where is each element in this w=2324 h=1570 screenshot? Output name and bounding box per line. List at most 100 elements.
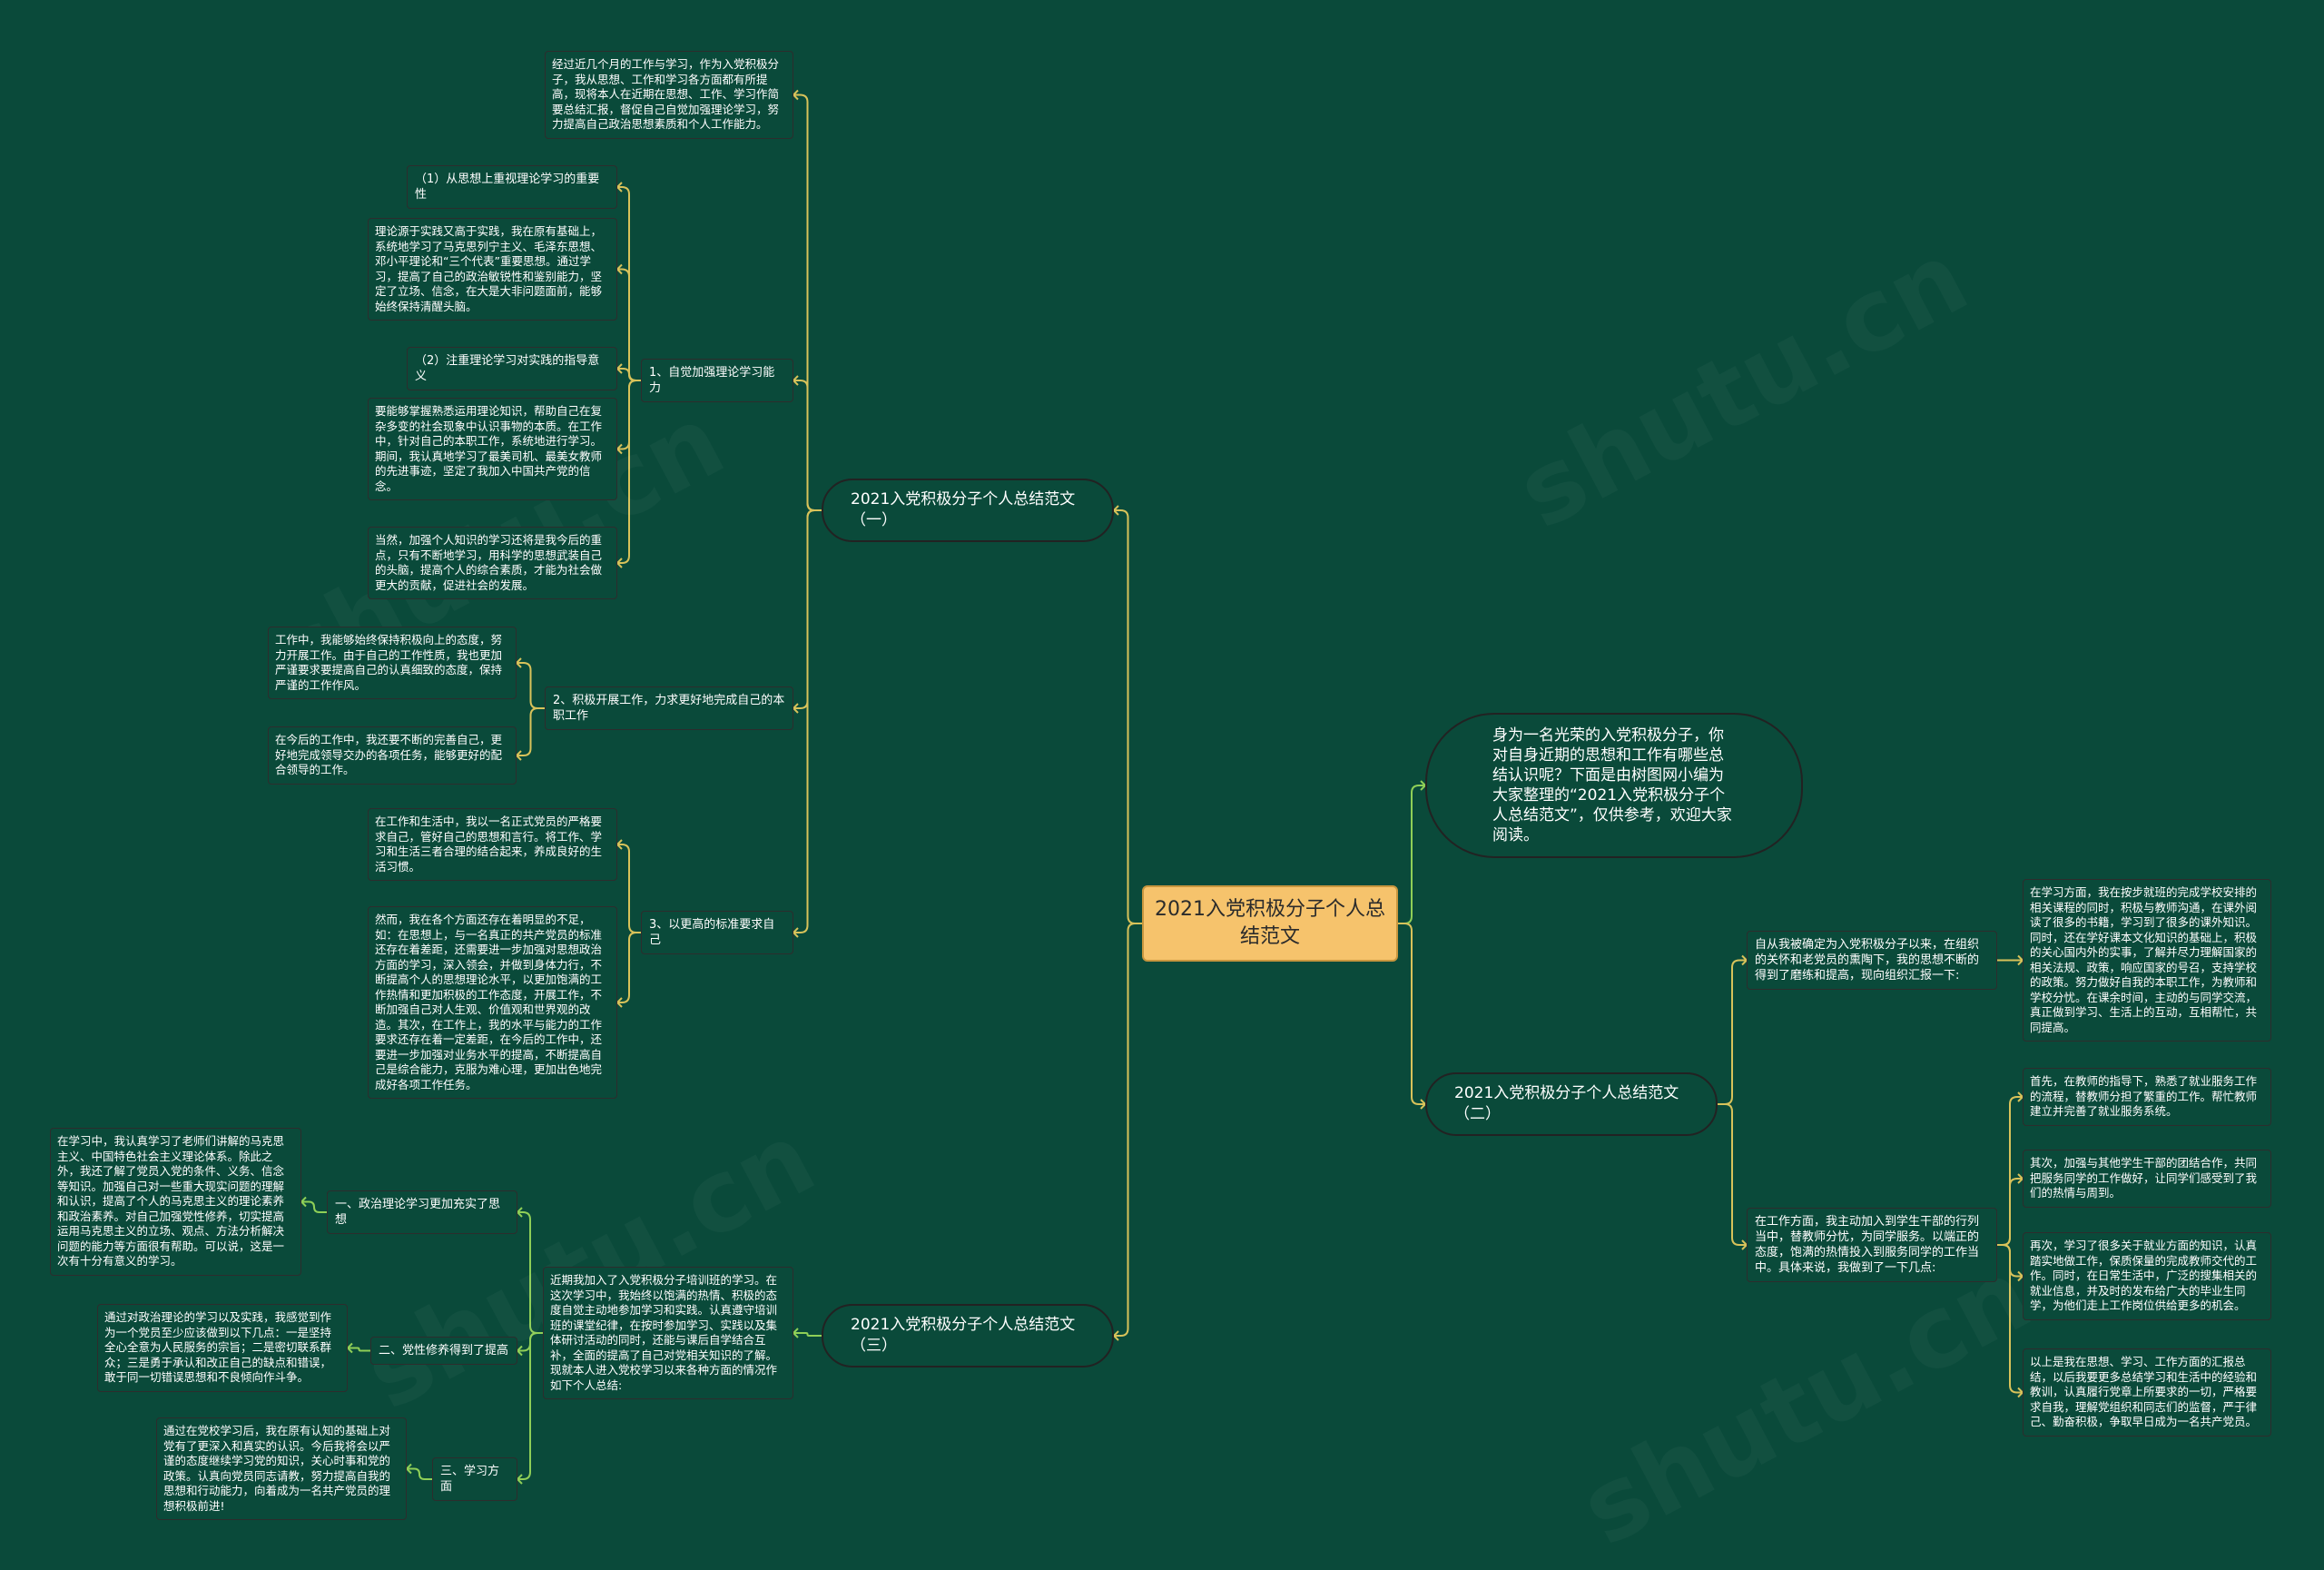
edge-arrow-b1-s3 <box>792 927 799 938</box>
edge-b1-s3 <box>793 509 822 933</box>
b1-s2-p1-node[interactable]: 工作中，我能够始终保持积极向上的态度，努力开展工作。由于自己的工作性质，我也更加… <box>268 627 517 699</box>
b3-s1-label: 一、政治理论学习更加充实了思想 <box>335 1198 501 1227</box>
branch-2-node[interactable]: 2021入党积极分子个人总结范文（二） <box>1425 1072 1718 1136</box>
b2-b-p4-node[interactable]: 以上是我在思想、学习、工作方面的汇报总结，以后我要更多总结学习和生活中的经验和教… <box>2023 1348 2271 1437</box>
b1-s2-p2-node[interactable]: 在今后的工作中，我还要不断的完善自己，更好地完成领导交办的各项任务，能够更好的配… <box>268 726 517 785</box>
b2-b-node[interactable]: 在工作方面，我主动加入到学生干部的行列当中，替教师分忧，为同学服务。以端正的态度… <box>1747 1208 1997 1282</box>
b3-center-node[interactable]: 近期我加入了入党积极分子培训班的学习。在这次学习中，我始终以饱满的热情、积极的态… <box>543 1267 793 1399</box>
edge-b2-b-p4 <box>1997 1244 2023 1394</box>
b1-s3-p1-text: 在工作和生活中，我以一名正式党员的严格要求自己，管好自己的思想和言行。将工作、学… <box>375 815 603 874</box>
b1-s3-node[interactable]: 3、以更高的标准要求自己 <box>641 911 793 954</box>
edge-b2-b-p2 <box>1997 1178 2023 1246</box>
b2-b-p4-text: 以上是我在思想、学习、工作方面的汇报总结，以后我要更多总结学习和生活中的经验和教… <box>2030 1355 2258 1428</box>
branch-3-node[interactable]: 2021入党积极分子个人总结范文（三） <box>822 1304 1114 1368</box>
edge-b3-s3 <box>517 1332 543 1480</box>
edge-arrow-b3-center <box>792 1328 799 1338</box>
branch-1-label: 2021入党积极分子个人总结范文（一） <box>851 490 1076 529</box>
b1-s1-p2-text: 要能够掌握熟悉运用理论知识，帮助自己在复杂多变的社会现象中认识事物的本质。在工作… <box>375 404 603 493</box>
b3-s2-node[interactable]: 二、党性修养得到了提高 <box>370 1337 517 1365</box>
edge-b3-center <box>793 1332 822 1337</box>
root-node[interactable]: 2021入党积极分子个人总结范文 <box>1142 885 1398 962</box>
b3-s2-label: 二、党性修养得到了提高 <box>379 1344 509 1358</box>
edge-root-b1 <box>1114 509 1142 924</box>
b3-s1-p-node[interactable]: 在学习中，我认真学习了老师们讲解的马克思主义、中国特色社会主义理论体系。除此之外… <box>50 1128 301 1276</box>
b1-s2-p1-text: 工作中，我能够始终保持积极向上的态度，努力开展工作。由于自己的工作性质，我也更加… <box>275 633 503 692</box>
b3-s3-node[interactable]: 三、学习方面 <box>432 1457 517 1501</box>
b1-s1-h2-label: （2）注重理论学习对实践的指导意义 <box>415 354 600 383</box>
b2-b-label: 在工作方面，我主动加入到学生干部的行列当中，替教师分忧，为同学服务。以端正的态度… <box>1755 1215 1980 1275</box>
intro-node[interactable]: 身为一名光荣的入党积极分子，你对自身近期的思想和工作有哪些总结认识呢？下面是由树… <box>1425 713 1803 858</box>
b3-s1-node[interactable]: 一、政治理论学习更加充实了思想 <box>327 1190 517 1234</box>
b1-s3-label: 3、以更高的标准要求自己 <box>649 918 775 947</box>
edge-b1-s3-p2 <box>617 932 641 1003</box>
edge-b2-a <box>1718 959 1747 1105</box>
edge-arrow-b1-s2 <box>792 703 799 714</box>
edge-b3-s3-p <box>407 1467 432 1480</box>
b1-s1-p2-node[interactable]: 要能够掌握熟悉运用理论知识，帮助自己在复杂多变的社会现象中认识事物的本质。在工作… <box>368 398 617 500</box>
b3-center-text: 近期我加入了入党积极分子培训班的学习。在这次学习中，我始终以饱满的热情、积极的态… <box>550 1273 778 1392</box>
b2-b-p1-node[interactable]: 首先，在教师的指导下，熟悉了就业服务工作的流程，替教师分担了繁重的工作。帮忙教师… <box>2023 1068 2271 1126</box>
b2-b-p2-text: 其次，加强与其他学生干部的团结合作，共同把服务同学的工作做好，让同学们感受到了我… <box>2030 1156 2258 1200</box>
edge-arrow-b3-s3-p <box>405 1463 412 1475</box>
b2-b-p3-node[interactable]: 再次，学习了很多关于就业方面的知识，认真踏实地做工作，保质保量的完成教师交代的工… <box>2023 1232 2271 1320</box>
edge-arrow-root-b3 <box>1112 1330 1119 1341</box>
b3-s1-p-text: 在学习中，我认真学习了老师们讲解的马克思主义、中国特色社会主义理论体系。除此之外… <box>57 1134 285 1268</box>
edge-arrow-b1-s1-p3 <box>615 558 623 568</box>
b1-s1-node[interactable]: 1、自觉加强理论学习能力 <box>641 359 793 402</box>
edge-b1-s1-p3 <box>617 380 641 564</box>
branch-3-label: 2021入党积极分子个人总结范文（三） <box>851 1316 1076 1355</box>
b1-s2-p2-text: 在今后的工作中，我还要不断的完善自己，更好地完成领导交办的各项任务，能够更好的配… <box>275 733 503 776</box>
b1-s1-p3-node[interactable]: 当然，加强个人知识的学习还将是我今后的重点，只有不断地学习，用科学的思想武装自己… <box>368 527 617 599</box>
b3-s3-p-text: 通过在党校学习后，我在原有认知的基础上对党有了更深入和真实的认识。今后我将会以严… <box>163 1424 391 1513</box>
b1-s3-p2-node[interactable]: 然而，我在各个方面还存在着明显的不足，如：在思想上，与一名真正的共产党员的标准还… <box>368 906 617 1099</box>
edge-b3-s1-p <box>301 1200 327 1213</box>
edge-arrow-b1-s3-p2 <box>615 997 623 1008</box>
b2-b-p1-text: 首先，在教师的指导下，熟悉了就业服务工作的流程，替教师分担了繁重的工作。帮忙教师… <box>2030 1074 2258 1118</box>
edge-arrow-b3-s1 <box>516 1207 523 1218</box>
edge-arrow-b1-lead <box>792 89 799 101</box>
b1-s2-node[interactable]: 2、积极开展工作，力求更好地完成自己的本职工作 <box>545 686 793 730</box>
edge-arrow-b1-s3-p1 <box>615 839 623 850</box>
edge-b3-s1 <box>517 1211 543 1334</box>
edge-arrow-b3-s2-p <box>346 1342 353 1354</box>
edge-arrow-b1-s1 <box>792 375 799 386</box>
edge-arrow-b1-s1-p2 <box>615 443 623 455</box>
edge-arrow-root-b1 <box>1112 505 1119 516</box>
b2-a-p1-text: 在学习方面，我在按步就班的完成学校安排的相关课程的同时，积极与教师沟通，在课外阅… <box>2030 885 2258 1034</box>
b1-s1-p3-text: 当然，加强个人知识的学习还将是我今后的重点，只有不断地学习，用科学的思想武装自己… <box>375 533 603 592</box>
b2-b-p3-text: 再次，学习了很多关于就业方面的知识，认真踏实地做工作，保质保量的完成教师交代的工… <box>2030 1239 2258 1312</box>
edge-arrow-b1-s2-p1 <box>515 657 522 668</box>
edge-b1-s1 <box>793 380 822 511</box>
edge-root-b3 <box>1114 923 1142 1337</box>
root-label: 2021入党积极分子个人总结范文 <box>1155 898 1385 948</box>
edge-b1-s2-p2 <box>517 707 545 756</box>
b2-a-p1-node[interactable]: 在学习方面，我在按步就班的完成学校安排的相关课程的同时，积极与教师沟通，在课外阅… <box>2023 879 2271 1042</box>
edge-arrow-b1-s1-h2 <box>615 363 623 374</box>
edge-b1-s2-p1 <box>517 662 545 709</box>
b1-s3-p1-node[interactable]: 在工作和生活中，我以一名正式党员的严格要求自己，管好自己的思想和言行。将工作、学… <box>368 808 617 881</box>
b1-s1-p1-node[interactable]: 理论源于实践又高于实践，我在原有基础上，系统地学习了马克思列宁主义、毛泽东思想、… <box>368 218 617 321</box>
b1-s2-label: 2、积极开展工作，力求更好地完成自己的本职工作 <box>553 694 785 723</box>
edge-b2-b <box>1718 1103 1747 1246</box>
b3-s3-p-node[interactable]: 通过在党校学习后，我在原有认知的基础上对党有了更深入和真实的认识。今后我将会以严… <box>156 1417 407 1520</box>
edge-b1-s1-p1 <box>617 268 641 381</box>
b1-s1-h1-node[interactable]: （1）从思想上重视理论学习的重要性 <box>407 165 617 209</box>
edge-arrow-b3-s3 <box>516 1474 523 1485</box>
b2-b-p2-node[interactable]: 其次，加强与其他学生干部的团结合作，共同把服务同学的工作做好，让同学们感受到了我… <box>2023 1150 2271 1208</box>
b1-s1-h2-node[interactable]: （2）注重理论学习对实践的指导意义 <box>407 347 617 390</box>
b3-s2-p-node[interactable]: 通过对政治理论的学习以及实践，我感觉到作为一个党员至少应该做到以下几点：一是坚持… <box>97 1304 348 1392</box>
edge-arrow-b1-s1-p1 <box>615 263 623 275</box>
branch-2-label: 2021入党积极分子个人总结范文（二） <box>1454 1084 1679 1123</box>
b2-a-node[interactable]: 自从我被确定为入党积极分子以来，在组织的关怀和老党员的熏陶下，我的思想不断的得到… <box>1747 931 1997 990</box>
edge-arrow-b1-s2-p2 <box>515 750 522 761</box>
b1-s1-h1-label: （1）从思想上重视理论学习的重要性 <box>415 173 600 202</box>
b1-lead-text: 经过近几个月的工作与学习，作为入党积极分子，我从思想、工作和学习各方面都有所提高… <box>552 57 780 131</box>
branch-1-node[interactable]: 2021入党积极分子个人总结范文（一） <box>822 479 1114 542</box>
edge-root-intro <box>1398 785 1425 924</box>
b1-lead-node[interactable]: 经过近几个月的工作与学习，作为入党积极分子，我从思想、工作和学习各方面都有所提高… <box>545 51 793 139</box>
intro-text: 身为一名光荣的入党积极分子，你对自身近期的思想和工作有哪些总结认识呢？下面是由树… <box>1492 726 1732 844</box>
b2-a-label: 自从我被确定为入党积极分子以来，在组织的关怀和老党员的熏陶下，我的思想不断的得到… <box>1755 938 1980 982</box>
b1-s3-p2-text: 然而，我在各个方面还存在着明显的不足，如：在思想上，与一名真正的共产党员的标准还… <box>375 913 603 1091</box>
b3-s3-label: 三、学习方面 <box>440 1465 500 1494</box>
edge-arrow-b3-s1-p <box>300 1196 307 1208</box>
